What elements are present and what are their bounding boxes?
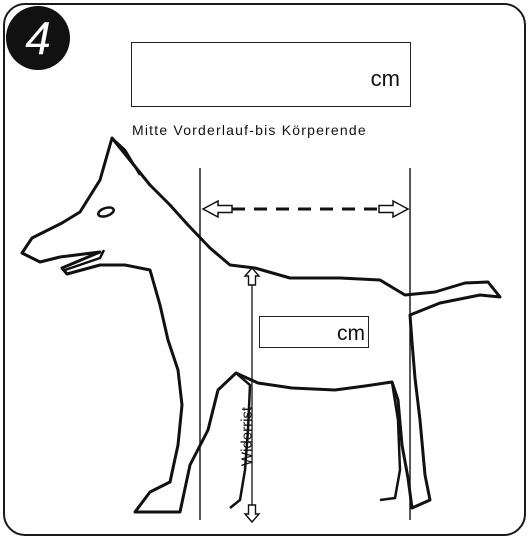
length-arrow-right-icon [378, 199, 410, 219]
height-unit-label: cm [337, 322, 365, 345]
step-badge [6, 6, 70, 70]
length-measure-field[interactable]: cm [131, 42, 411, 107]
dog-ear-line [111, 137, 142, 176]
length-unit-label: cm [370, 66, 400, 91]
height-measure-field[interactable]: cm [259, 316, 369, 348]
height-label: Widerrist [238, 406, 256, 467]
dog-frontleg-line [229, 372, 252, 509]
dog-mouth-line [64, 249, 106, 272]
dog-eye-icon [97, 206, 115, 218]
length-arrow-left-icon [201, 199, 233, 219]
step-number: 4 [25, 12, 51, 64]
dog-silhouette [20, 136, 502, 514]
height-arrow-down-icon [243, 504, 261, 524]
height-arrow-up-icon [243, 266, 261, 286]
dog-hindleg-line [379, 381, 402, 502]
length-caption: Mitte Vorderlauf-bis Körperende [132, 122, 367, 138]
